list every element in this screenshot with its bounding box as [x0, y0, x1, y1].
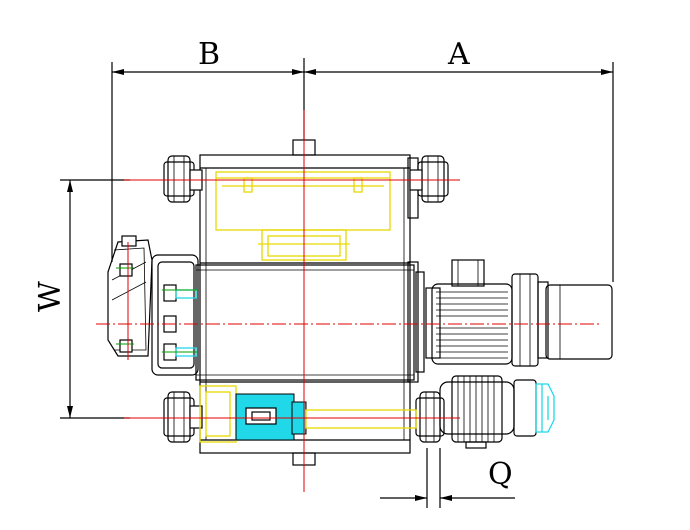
limit-switch-box [107, 235, 153, 357]
dimension-w: W [33, 179, 130, 419]
travel-gear-motor [439, 375, 555, 449]
brake-fan-cover [535, 383, 555, 433]
centerlines [96, 110, 600, 492]
hoist-gearbox [151, 254, 199, 376]
hoist-drum [195, 264, 415, 381]
wheel-top-right [409, 155, 449, 203]
dimension-a-label: A [447, 37, 470, 72]
dimension-b: B [111, 37, 305, 262]
dimension-b-label: B [198, 37, 220, 72]
wheel-bottom-left [163, 391, 203, 443]
upper-wheel-bracket [215, 171, 391, 261]
travel-drive-unit [199, 385, 417, 443]
dimension-q: Q [380, 448, 515, 508]
wheel-top-left [163, 155, 203, 203]
dimension-w-label: W [33, 281, 68, 312]
hoist-motor [425, 259, 613, 367]
dimension-a: A [304, 37, 614, 282]
trolley-frame [199, 139, 425, 466]
dimension-q-label: Q [488, 457, 513, 492]
